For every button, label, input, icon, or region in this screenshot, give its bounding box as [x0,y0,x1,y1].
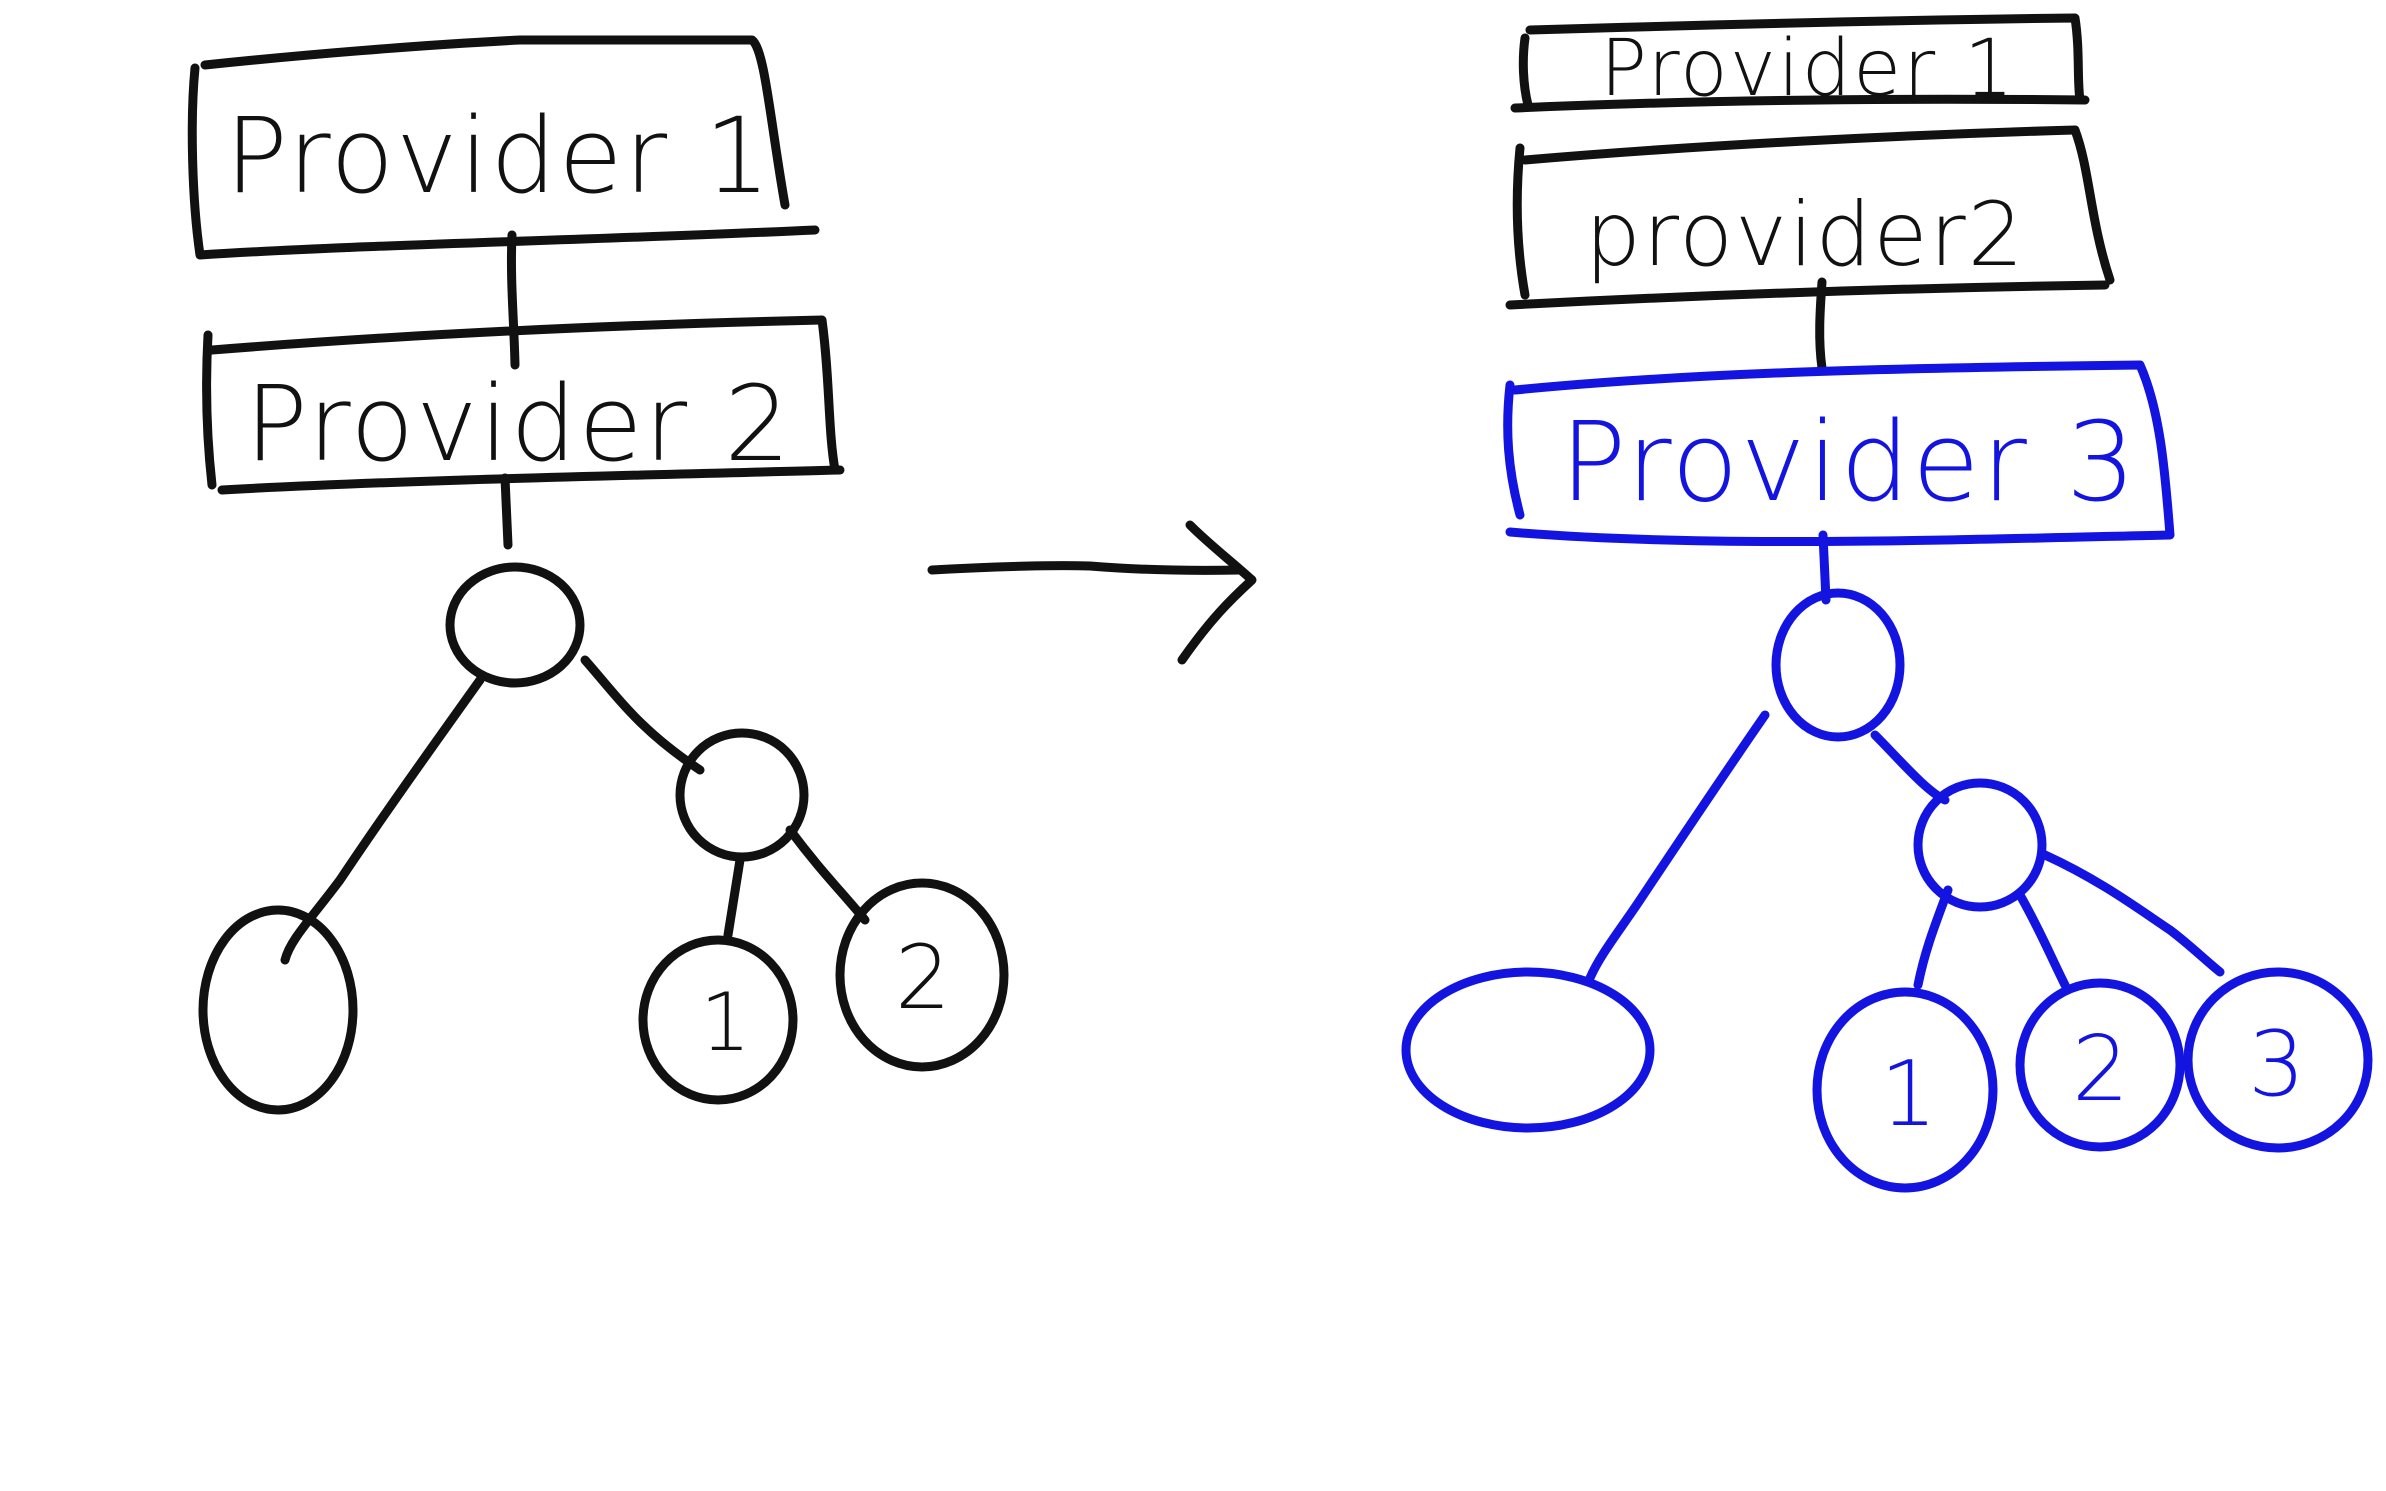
after-internal-node [1913,778,2047,912]
after-provider-1-label: Provider 1 [1600,24,2016,114]
before-provider-1-box: Provider 1 [187,35,820,260]
after-provider-2-box: provider2 [1505,125,2115,310]
after-diagram: Provider 1 provider2 Provider 3 [1401,13,2373,1193]
after-root-node [1771,588,1905,742]
after-leaf-2-label: 2 [2072,1017,2131,1122]
after-edge-internal-leaf2 [2015,890,2070,990]
before-leaf-2: 2 [835,878,1009,1072]
before-root-node [445,562,585,688]
after-provider-1-box: Provider 1 [1510,13,2090,114]
after-leaf-2: 2 [2015,978,2185,1152]
before-edge-internal-leaf2 [785,825,870,925]
after-provider-3-label: Provider 3 [1560,398,2138,526]
after-leaf-3-label: 3 [2248,1012,2307,1117]
after-connector-2-3 [1815,277,1827,373]
after-edge-root-left [1585,710,1770,983]
after-tree: 1 2 3 [1401,588,2373,1193]
before-leaf-1: 1 [638,935,798,1105]
after-leaf-1: 1 [1812,987,1998,1193]
after-provider-3-box: Provider 3 [1503,360,2175,546]
before-connector-to-root [500,473,513,550]
before-connector-1-2 [506,230,520,370]
before-internal-node [675,728,809,862]
before-diagram: Provider 1 Provider 2 1 2 [187,35,1009,1115]
after-leaf-3: 3 [2183,967,2373,1153]
after-provider-2-label: provider2 [1585,183,2026,286]
after-left-leaf [1401,967,1655,1133]
before-edge-root-left [280,675,485,965]
before-provider-1-label: Provider 1 [225,95,772,217]
before-edge-root-right [580,655,705,775]
before-leaf-1-label: 1 [700,976,753,1069]
after-edge-root-right [1870,730,1950,805]
after-leaf-1-label: 1 [1880,1042,1939,1147]
after-connector-to-root [1818,530,1831,605]
before-provider-2-box: Provider 2 [202,315,845,495]
after-edge-internal-leaf3 [2040,850,2225,977]
transform-arrow [927,520,1257,665]
before-leaf-2-label: 2 [895,926,953,1029]
before-left-leaf [198,905,358,1115]
after-edge-internal-leaf1 [1913,885,1953,990]
before-edge-internal-leaf1 [723,855,745,940]
before-provider-2-label: Provider 2 [245,363,792,485]
before-tree: 1 2 [198,562,1009,1115]
